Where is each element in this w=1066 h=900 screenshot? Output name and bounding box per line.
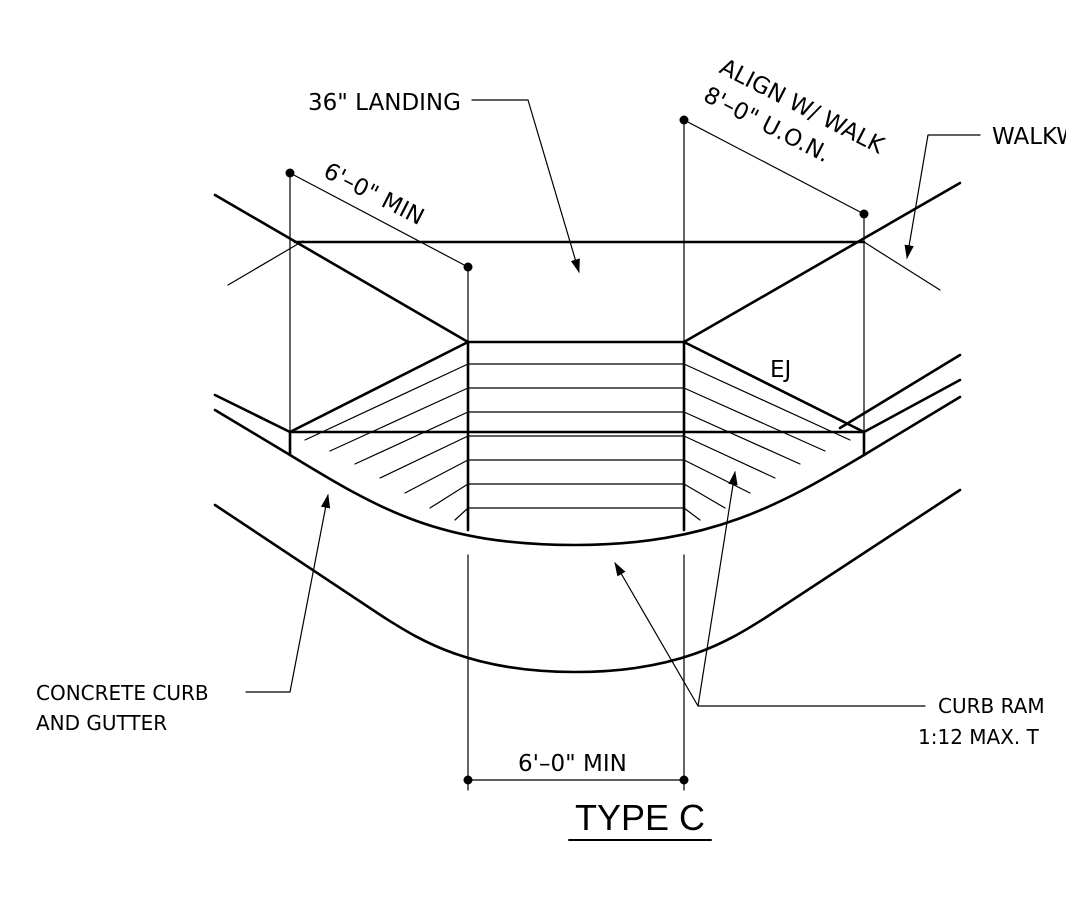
hatch-line [354, 411, 469, 465]
walkway-back-edge-right [682, 181, 962, 344]
hatch-line [683, 363, 851, 441]
leaders [245, 99, 981, 707]
dim-dot [285, 168, 295, 178]
hatch-line [683, 459, 751, 494]
curb-top-line [213, 395, 962, 547]
hatch-line [429, 483, 469, 509]
hatch-line [329, 387, 469, 452]
walkway-edges [213, 181, 962, 344]
hatch-line [683, 483, 726, 509]
label-landing: 36" LANDING [308, 90, 461, 116]
gutter-flowline [213, 488, 962, 674]
label-curb-gutter-1: CONCRETE CURB [36, 681, 209, 705]
curb-back-line-top [213, 378, 962, 434]
label-side-min: 6'–0" MIN [319, 158, 428, 231]
hatch-line [404, 459, 469, 494]
dim-dot [463, 775, 473, 785]
hatch-line [379, 435, 469, 479]
right-flare-edge-ej [682, 340, 866, 434]
drawing-title: TYPE C [575, 797, 705, 838]
leader-curb-gutter [245, 493, 331, 693]
label-walkway: WALKW [992, 124, 1066, 150]
hatch-line [683, 387, 826, 452]
leader-curb-ramp-b [697, 470, 738, 707]
leader-landing [471, 99, 580, 274]
construction-line-left [227, 240, 304, 286]
walkway-front-edge-right [838, 353, 962, 430]
hatch-line [683, 411, 801, 465]
dimensions [285, 115, 869, 791]
dim-dot [859, 209, 869, 219]
hatch-line [304, 363, 469, 441]
label-curb-ramp-2: 1:12 MAX. T [918, 725, 1040, 749]
left-flare-edge [288, 340, 470, 434]
label-ej: EJ [770, 357, 791, 383]
hatch-line [683, 507, 701, 521]
ramp-hatch-lines [304, 363, 851, 521]
leader-walkway [904, 134, 981, 260]
walkway-back-edge-left [213, 193, 470, 344]
dim-dot [679, 775, 689, 785]
curb-ramp [288, 340, 866, 532]
hatch-line [454, 507, 469, 521]
label-curb-ramp-1: CURB RAM [938, 694, 1045, 718]
hatch-line [683, 435, 776, 479]
label-bottom-min: 6'–0" MIN [518, 751, 627, 777]
label-curb-gutter-2: AND GUTTER [36, 711, 167, 735]
construction-line-right [863, 241, 941, 291]
dim-dot [463, 262, 473, 272]
curb-and-gutter [213, 353, 962, 674]
landing [293, 240, 866, 344]
dim-line-side-min [289, 172, 469, 268]
leader-curb-ramp-a [614, 561, 926, 707]
labels: 36" LANDING ALIGN W/ WALK 8'–0" U.O.N. W… [36, 54, 1066, 841]
dim-line-align-walk [683, 119, 865, 215]
dim-dot [679, 115, 689, 125]
